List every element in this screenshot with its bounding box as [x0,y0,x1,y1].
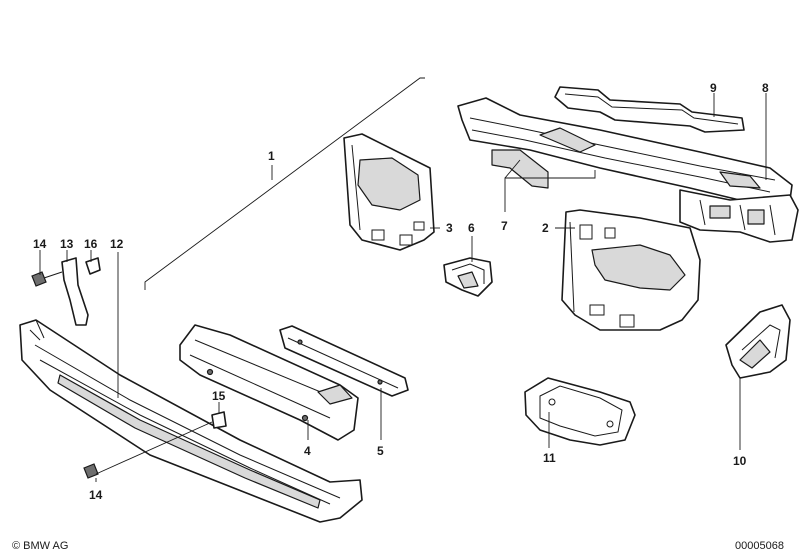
part-3-left-panel [343,133,435,251]
callout-11: 11 [543,451,556,465]
part-13-vertical-bracket [61,257,89,326]
callout-13: 13 [60,237,74,251]
part-7-front-carrier [457,97,793,206]
diagram-id: 00005068 [735,540,784,552]
part-12-bumper-cover [19,319,363,523]
part-11-bracket-plate [524,377,636,446]
part-15-clip [211,411,227,429]
part-4-support-bar [179,324,359,441]
callout-8: 8 [762,81,769,95]
part-10-corner-piece [725,304,791,379]
callout-9: 9 [710,81,717,95]
part-16-clip-nut [85,257,101,275]
part-8-side-bracket [679,189,799,243]
callout-1: 1 [268,149,275,163]
part-14-bolt-bottom [83,463,99,479]
callout-7: 7 [501,219,508,233]
callout-6: 6 [468,221,475,235]
callout-16: 16 [84,237,98,251]
part-5-mount-rail [279,325,409,397]
callout-12: 12 [110,237,124,251]
leader-lines [39,93,767,482]
callout-10: 10 [733,454,747,468]
callout-14-top: 14 [33,237,47,251]
callout-14-bottom: 14 [89,488,103,502]
callout-15: 15 [212,389,226,403]
assembly-bracket-line [144,77,425,290]
callout-3: 3 [446,221,453,235]
part-6-small-bracket [443,257,493,297]
part-2-right-panel [561,209,701,331]
part-9-top-strip [554,86,745,133]
callout-5: 5 [377,444,384,458]
callout-4: 4 [304,444,311,458]
copyright-text: © BMW AG [12,540,69,552]
callout-2: 2 [542,221,549,235]
part-14-bolt-top [31,271,63,287]
